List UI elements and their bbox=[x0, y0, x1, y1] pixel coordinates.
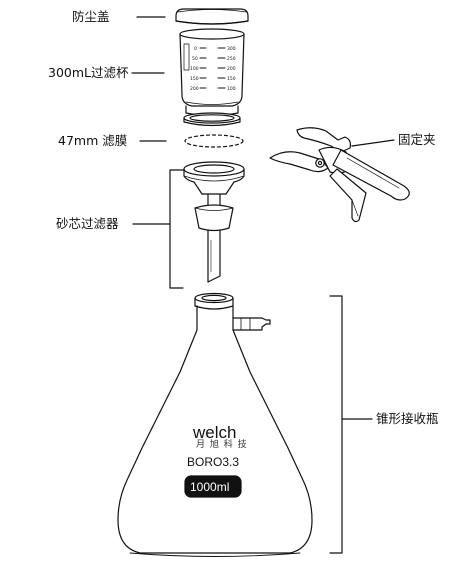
flask-brand-cn: 月 旭 科 技 bbox=[196, 438, 248, 450]
cup-scale-right-0: 300 bbox=[227, 46, 236, 52]
cup-seal-ring bbox=[183, 112, 241, 127]
label-flask: 锥形接收瓶 bbox=[376, 411, 439, 426]
cup-scale: 0 50 100 150 200 300 250 200 150 100 bbox=[190, 46, 236, 92]
cup-scale-right-3: 150 bbox=[227, 76, 236, 82]
sintered-filter-base bbox=[183, 161, 245, 283]
flask-material: BORO3.3 bbox=[187, 455, 239, 469]
cup-scale-left-2: 100 bbox=[190, 66, 199, 72]
label-clamp: 固定夹 bbox=[398, 132, 436, 147]
conical-receiving-flask bbox=[117, 292, 313, 557]
cup-scale-left-0: 0 bbox=[194, 46, 197, 52]
cup-scale-left-4: 200 bbox=[190, 86, 199, 92]
flask-brand-logo: welch bbox=[192, 423, 236, 442]
filter-base-bracket bbox=[169, 169, 184, 289]
cup-scale-right-4: 100 bbox=[227, 86, 236, 92]
clamp-leader-line bbox=[351, 139, 395, 147]
cup-scale-left-1: 50 bbox=[192, 56, 198, 62]
membrane-47mm bbox=[184, 134, 244, 148]
label-filter-base: 砂芯过滤器 bbox=[56, 216, 119, 231]
dust-cover-lid bbox=[175, 8, 249, 25]
label-cup: 300mL过滤杯 bbox=[48, 65, 129, 80]
label-membrane: 47mm 滤膜 bbox=[58, 133, 127, 148]
cup-scale-right-1: 250 bbox=[227, 56, 236, 62]
cup-scale-right-2: 200 bbox=[227, 66, 236, 72]
clamp bbox=[269, 127, 410, 223]
filter-cup-300ml bbox=[179, 28, 245, 117]
label-lid: 防尘盖 bbox=[72, 9, 110, 24]
flask-bracket bbox=[329, 295, 343, 554]
flask-volume: 1000ml bbox=[190, 480, 229, 494]
cup-scale-left-3: 150 bbox=[190, 76, 199, 82]
